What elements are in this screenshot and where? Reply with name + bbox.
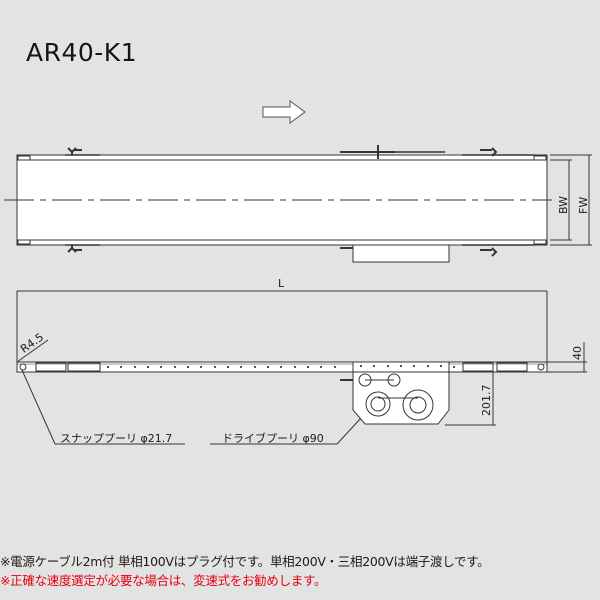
belt-width-label: BW (557, 195, 570, 214)
speed-selection-note: ※正確な速度選定が必要な場合は、変速式をお勧めします。 (0, 573, 327, 588)
drive-pulley-callout: ドライブプーリ φ90 (222, 432, 324, 445)
length-label: L (278, 277, 285, 290)
drive-depth-label: 201.7 (480, 384, 493, 417)
model-title: AR40-K1 (26, 38, 138, 67)
snap-pulley-callout: スナッププーリ φ21.7 (60, 432, 173, 445)
frame-width-label: FW (577, 196, 590, 214)
direction-arrow-icon (262, 100, 306, 124)
power-cable-note: ※電源ケーブル2m付 単相100Vはプラグ付です。単相200V・三相200Vは端… (0, 554, 490, 569)
height-label: 40 (571, 346, 584, 360)
